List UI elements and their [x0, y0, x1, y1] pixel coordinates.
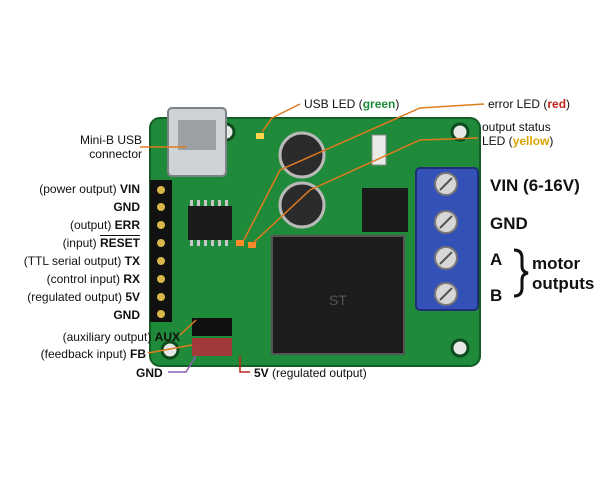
- chip-marking: ST: [329, 292, 347, 308]
- status-led: [248, 242, 256, 248]
- usb-led-text: USB LED (: [304, 97, 363, 111]
- tx-pin-prefix: (TTL serial output): [23, 254, 125, 268]
- gnd-pin-label: GND: [0, 200, 140, 214]
- fb-pin-label: (feedback input) FB: [0, 347, 146, 361]
- pin-header: [150, 180, 172, 322]
- five-v-pin-name: 5V: [125, 290, 140, 304]
- mounting-hole: [450, 122, 470, 142]
- five-v-pin-prefix: (regulated output): [27, 290, 126, 304]
- gnd-pin-name: GND: [113, 200, 140, 214]
- fb-pin-name: FB: [130, 347, 146, 361]
- vin-pin-label: (power output) VIN: [0, 182, 140, 196]
- vin-pin-prefix: (power output): [39, 182, 120, 196]
- reset-pin-label: (input) RESET: [0, 236, 140, 250]
- mounting-hole: [450, 338, 470, 358]
- rx-pin-name: RX: [123, 272, 140, 286]
- reset-pin-name: RESET: [99, 236, 140, 250]
- status-led-line2: LED (: [482, 134, 513, 148]
- rx-pin-label: (control input) RX: [0, 272, 140, 286]
- terminal-block: [415, 167, 479, 311]
- error-led: [236, 240, 244, 246]
- b-terminal-label: B: [490, 286, 503, 305]
- mini-usb-line1: Mini-B USB: [79, 133, 142, 147]
- reset-pin-prefix: (input): [62, 236, 100, 250]
- bottom-gnd-text: GND: [136, 366, 163, 380]
- error-led-text: error LED (: [488, 97, 548, 111]
- motor-outputs-label: motor outputs: [532, 254, 594, 294]
- gnd2-pin-name: GND: [113, 308, 140, 322]
- capacitor: [278, 131, 326, 179]
- status-led-color: yellow: [512, 134, 550, 148]
- usb-led-label: USB LED (green): [304, 97, 399, 111]
- main-chip: [271, 235, 405, 355]
- usb-led-color: green: [362, 97, 396, 111]
- error-led-label: error LED (red): [488, 97, 570, 111]
- status-led-close: ): [549, 134, 554, 148]
- vin-pin-name: VIN: [119, 182, 140, 196]
- capacitor: [278, 181, 326, 229]
- leader-lines: [140, 103, 485, 354]
- tx-pin-name: TX: [124, 254, 140, 268]
- usb-led-close: ): [395, 97, 400, 111]
- vin-terminal-label: VIN (6-16V): [490, 176, 580, 195]
- motor-brace: [513, 248, 529, 298]
- gnd-terminal-label: GND: [490, 214, 528, 233]
- status-led-label: output status LED (yellow): [482, 120, 553, 148]
- rx-pin-prefix: (control input): [46, 272, 124, 286]
- status-led-line1: output status: [482, 120, 551, 134]
- five-v-leader: [239, 356, 250, 373]
- aux-pin-prefix: (auxiliary output): [62, 330, 155, 344]
- aux-pin-name: AUX: [154, 330, 180, 344]
- five-v-pin-label: (regulated output) 5V: [0, 290, 140, 304]
- error-led-close: ): [566, 97, 571, 111]
- aux-header: [192, 318, 232, 336]
- usb-chip: [188, 206, 232, 240]
- bottom-five-v-desc: (regulated output): [268, 366, 367, 380]
- mini-usb-line2: connector: [89, 147, 142, 161]
- regulator: [362, 188, 408, 232]
- motor-line2: outputs: [532, 274, 595, 293]
- aux-pin-label: (auxiliary output) AUX: [0, 330, 180, 344]
- err-pin-name: ERR: [114, 218, 140, 232]
- fb-pin-prefix: (feedback input): [40, 347, 130, 361]
- err-pin-prefix: (output): [69, 218, 115, 232]
- bottom-gnd-label: GND: [136, 366, 163, 380]
- error-led-color: red: [547, 97, 567, 111]
- gnd2-pin-label: GND: [0, 308, 140, 322]
- bottom-five-v-label: 5V (regulated output): [254, 366, 367, 380]
- err-pin-label: (output) ERR: [0, 218, 140, 232]
- tx-pin-label: (TTL serial output) TX: [0, 254, 140, 268]
- mini-usb-label: Mini-B USB connector: [40, 133, 142, 161]
- a-terminal-label: A: [490, 250, 503, 269]
- fb-header: [192, 338, 232, 356]
- gnd-leader: [168, 355, 197, 373]
- usb-led: [256, 133, 264, 139]
- motor-line1: motor: [532, 254, 581, 273]
- bottom-five-v-pin: 5V: [254, 366, 269, 380]
